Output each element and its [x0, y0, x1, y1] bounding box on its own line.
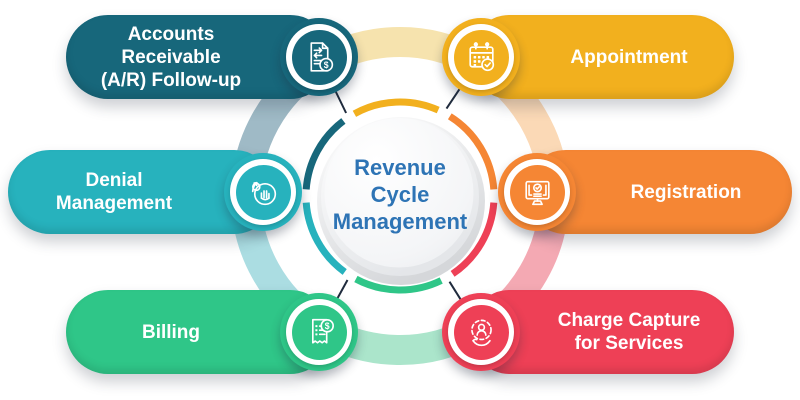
- monitor-check-icon: [524, 180, 550, 205]
- inner-ring: [302, 98, 498, 294]
- ring-segment: [302, 118, 346, 190]
- node-badge: [498, 153, 576, 231]
- calendar-check-icon: [468, 41, 494, 71]
- node-badge: [442, 293, 520, 371]
- node-label: Appointment: [570, 46, 688, 68]
- ring-segment: [352, 98, 440, 117]
- ring-segment: [354, 275, 443, 294]
- svg-text:$: $: [323, 59, 328, 69]
- denied-hand-icon: [251, 181, 276, 205]
- center-title-line: Cycle: [370, 182, 430, 207]
- node-registration[interactable]: Registration: [498, 150, 792, 234]
- node-billing[interactable]: Billing $: [66, 290, 358, 374]
- center-title-line: Revenue: [354, 155, 446, 180]
- ring-segment: [447, 113, 498, 190]
- node-badge: $: [280, 18, 358, 96]
- node-label: Accounts Receivable (A/R) Follow-up: [100, 23, 242, 91]
- node-badge: [224, 153, 302, 231]
- ring-segment: [302, 202, 347, 275]
- center-medallion[interactable]: [312, 108, 488, 285]
- billing-receipt-icon: $: [311, 318, 334, 344]
- center-title-line: Management: [332, 209, 468, 234]
- node-label: Charge Capture for Services: [557, 310, 701, 354]
- node-denial-management[interactable]: Denial Management: [8, 150, 302, 234]
- node-badge: [442, 18, 520, 96]
- node-charge-capture[interactable]: Charge Capture for Services: [442, 290, 734, 374]
- node-appointment[interactable]: Appointment: [442, 15, 734, 99]
- center-title: Revenue Cycle Management: [315, 154, 485, 235]
- node-ar-followup[interactable]: Accounts Receivable (A/R) Follow-up $: [66, 15, 358, 99]
- ring-segment: [450, 202, 498, 277]
- node-label: Billing: [141, 321, 201, 343]
- node-label: Registration: [630, 181, 742, 203]
- svg-text:$: $: [324, 320, 329, 330]
- document-exchange-dollar-icon: $: [309, 41, 333, 72]
- hand-person-icon: [470, 319, 492, 346]
- node-label: Denial Management: [55, 170, 173, 214]
- node-badge: $: [280, 293, 358, 371]
